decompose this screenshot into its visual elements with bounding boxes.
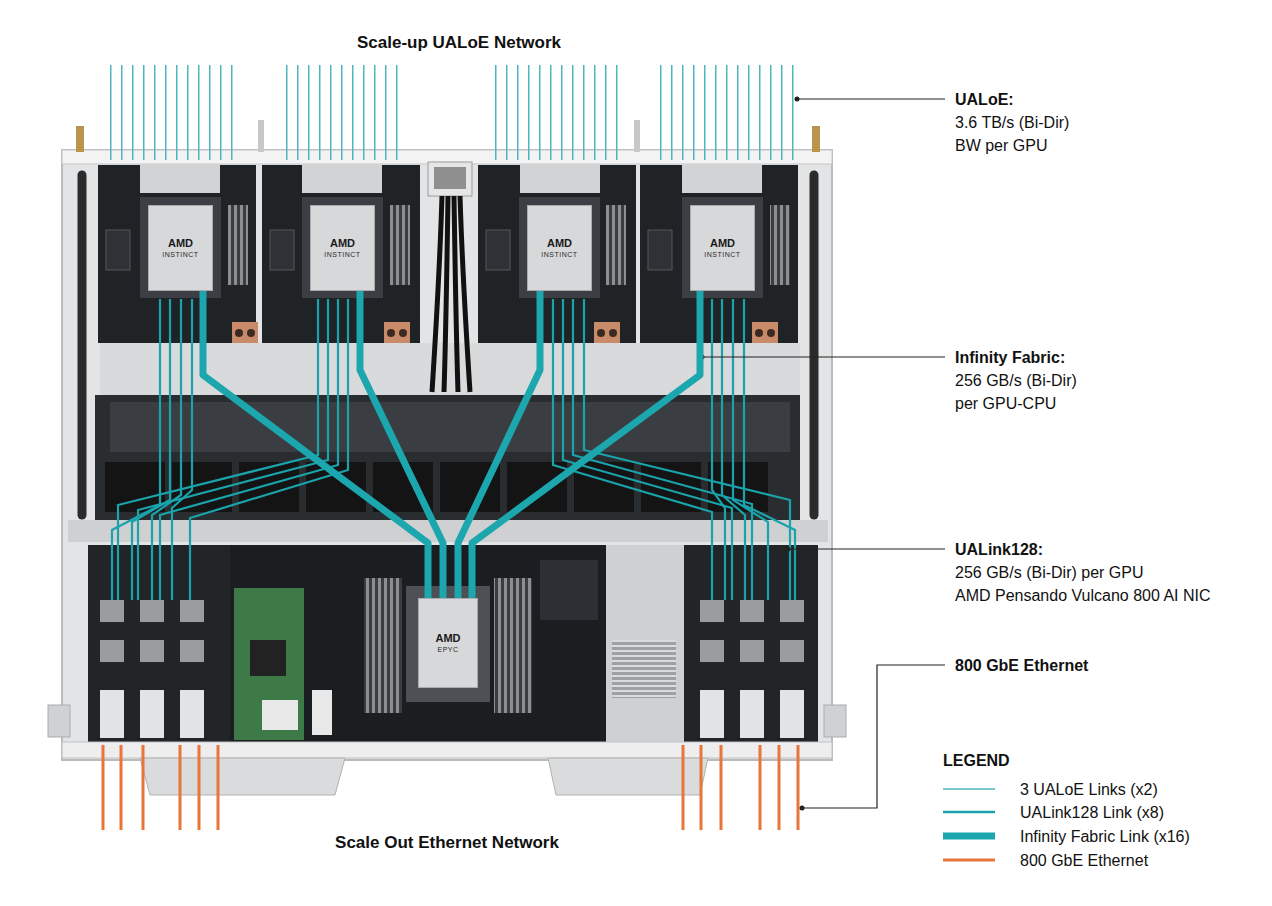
infinity-fabric-link <box>360 291 443 598</box>
annotation-heading: Infinity Fabric: <box>955 346 1065 369</box>
ualink-links <box>112 299 795 600</box>
annotation-heading: UALoE: <box>955 88 1014 111</box>
chip-brand: AMD <box>168 237 193 250</box>
annotation-heading: LEGEND <box>943 749 1010 772</box>
chip-brand: AMD <box>710 237 735 250</box>
leader-dots <box>700 97 805 811</box>
gpu-chip: AMDINSTINCT <box>527 205 592 291</box>
chip-model: INSTINCT <box>541 250 577 259</box>
legend-samples <box>943 789 995 860</box>
chip-model: INSTINCT <box>162 250 198 259</box>
annotation-heading: UALink128: <box>955 538 1043 561</box>
gpu-chip: AMDINSTINCT <box>690 205 755 291</box>
gpu-chip: AMDINSTINCT <box>148 205 213 291</box>
chip-brand: AMD <box>547 237 572 250</box>
motherboard <box>62 545 832 795</box>
ualoe-links <box>108 65 803 160</box>
annotation-text: AMD Pensando Vulcano 800 AI NIC <box>955 584 1211 607</box>
legend-label: 3 UALoE Links (x2) <box>1020 778 1158 801</box>
cable-bundle <box>428 162 472 392</box>
chip-brand: AMD <box>330 237 355 250</box>
annotation-text: 256 GB/s (Bi-Dir) per GPU-CPU <box>955 369 1095 415</box>
cpu-chip: AMDEPYC <box>418 598 478 688</box>
chassis <box>48 120 846 760</box>
annotation-text: 3.6 TB/s (Bi-Dir) BW per GPU <box>955 111 1095 157</box>
legend-label: UALink128 Link (x8) <box>1020 801 1164 824</box>
chip-model: INSTINCT <box>324 250 360 259</box>
infinity-fabric-link <box>472 291 700 598</box>
chip-model: INSTINCT <box>704 250 740 259</box>
legend-label: Infinity Fabric Link (x16) <box>1020 825 1190 848</box>
legend-label: 800 GbE Ethernet <box>1020 849 1148 872</box>
gpu-chip: AMDINSTINCT <box>310 205 375 291</box>
chip-model: EPYC <box>437 645 458 654</box>
network-caption: Scale Out Ethernet Network <box>247 831 647 854</box>
annotation-heading: 800 GbE Ethernet <box>955 654 1088 677</box>
annotation-text: 256 GB/s (Bi-Dir) per GPU <box>955 561 1143 584</box>
chip-brand: AMD <box>435 632 460 645</box>
ethernet-links <box>103 745 798 830</box>
diagram-title: Scale-up UALoE Network <box>259 31 659 54</box>
